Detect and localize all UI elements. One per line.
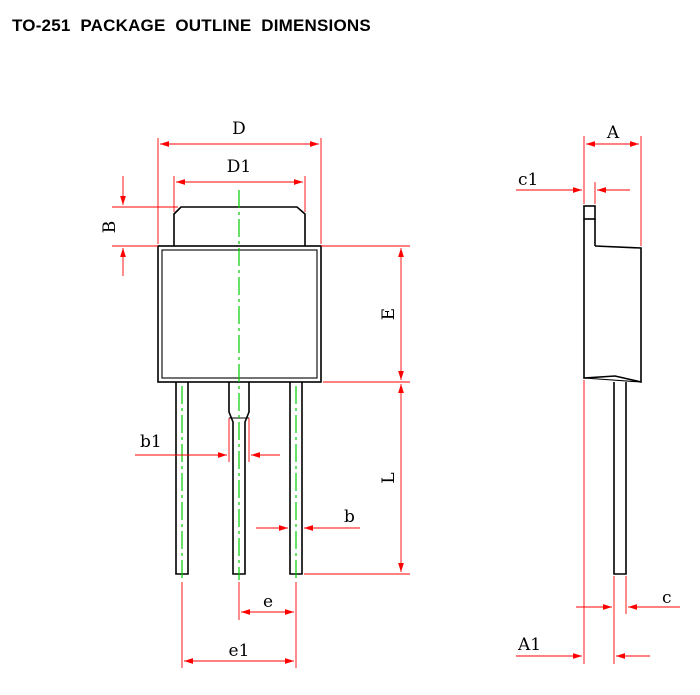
dimension-c: c <box>576 576 680 614</box>
dimension-E: E <box>321 245 410 383</box>
dimension-A1: A1 <box>516 380 650 664</box>
dimension-c1: c1 <box>516 170 630 204</box>
dimension-b1: b1 <box>135 418 280 462</box>
label-L: L <box>379 472 399 483</box>
side-body-bottom-line <box>583 377 642 383</box>
dimension-e: e <box>238 582 297 620</box>
label-D1: D1 <box>227 157 251 177</box>
label-E: E <box>379 308 399 320</box>
label-b1: b1 <box>140 432 162 452</box>
dimension-A: A <box>583 123 642 246</box>
page-title: TO-251 PACKAGE OUTLINE DIMENSIONS <box>12 16 371 35</box>
front-view <box>157 190 322 582</box>
label-e1: e1 <box>229 641 250 661</box>
label-b: b <box>344 507 355 527</box>
side-tab-outline <box>583 205 596 220</box>
dimension-b: b <box>256 507 360 531</box>
side-view <box>583 205 642 575</box>
label-B: B <box>100 221 120 234</box>
side-body-outline <box>583 219 642 384</box>
dimension-L: L <box>304 384 410 575</box>
dimension-D1: D1 <box>173 157 306 212</box>
label-c1: c1 <box>518 170 538 190</box>
dimension-e1: e1 <box>181 582 297 668</box>
label-e: e <box>263 592 273 612</box>
label-D: D <box>232 119 246 139</box>
label-c: c <box>662 588 672 608</box>
label-A1: A1 <box>517 635 541 655</box>
label-A: A <box>606 123 620 143</box>
dimension-B: B <box>100 176 178 276</box>
dimension-D: D <box>157 119 322 244</box>
side-lead-outline <box>613 382 627 575</box>
